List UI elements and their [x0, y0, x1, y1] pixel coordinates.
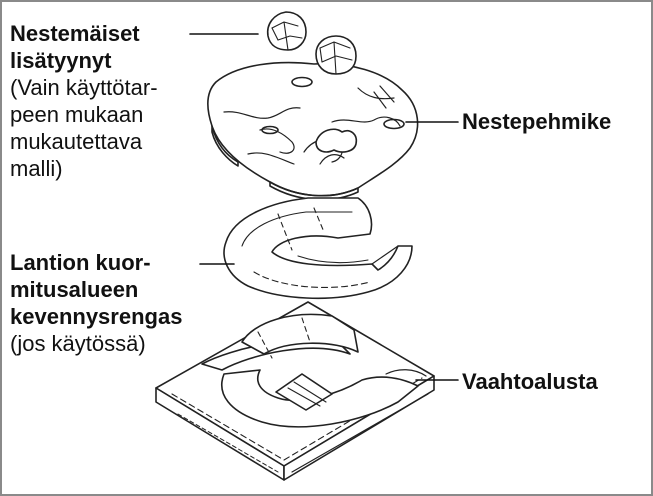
label-fluid-pad: Nestepehmike [462, 108, 611, 135]
additions-note-line4: malli) [10, 155, 158, 182]
foam-base-title: Vaahtoalusta [462, 368, 598, 395]
label-fluid-additions: Nestemäiset lisätyynyt (Vain käyttötar- … [10, 20, 158, 182]
foam-base-illustration [156, 302, 434, 480]
pelvic-ring-title-line2: mitusalueen [10, 276, 182, 303]
pelvic-ring-title-line1: Lantion kuor- [10, 249, 182, 276]
pelvic-relief-ring-illustration [224, 198, 412, 298]
fluid-pad-title: Nestepehmike [462, 108, 611, 135]
additions-title-line2: lisätyynyt [10, 47, 158, 74]
pelvic-ring-title-line3: kevennysrengas [10, 303, 182, 330]
additions-note-line3: mukautettava [10, 128, 158, 155]
additions-note-line2: peen mukaan [10, 101, 158, 128]
fluid-pad-illustration [208, 63, 418, 200]
label-pelvic-ring: Lantion kuor- mitusalueen kevennysrengas… [10, 249, 182, 357]
label-foam-base: Vaahtoalusta [462, 368, 598, 395]
additions-note-line1: (Vain käyttötar- [10, 74, 158, 101]
additions-title-line1: Nestemäiset [10, 20, 158, 47]
pelvic-ring-note: (jos käytössä) [10, 330, 182, 357]
fluid-addition-pads [268, 12, 356, 74]
